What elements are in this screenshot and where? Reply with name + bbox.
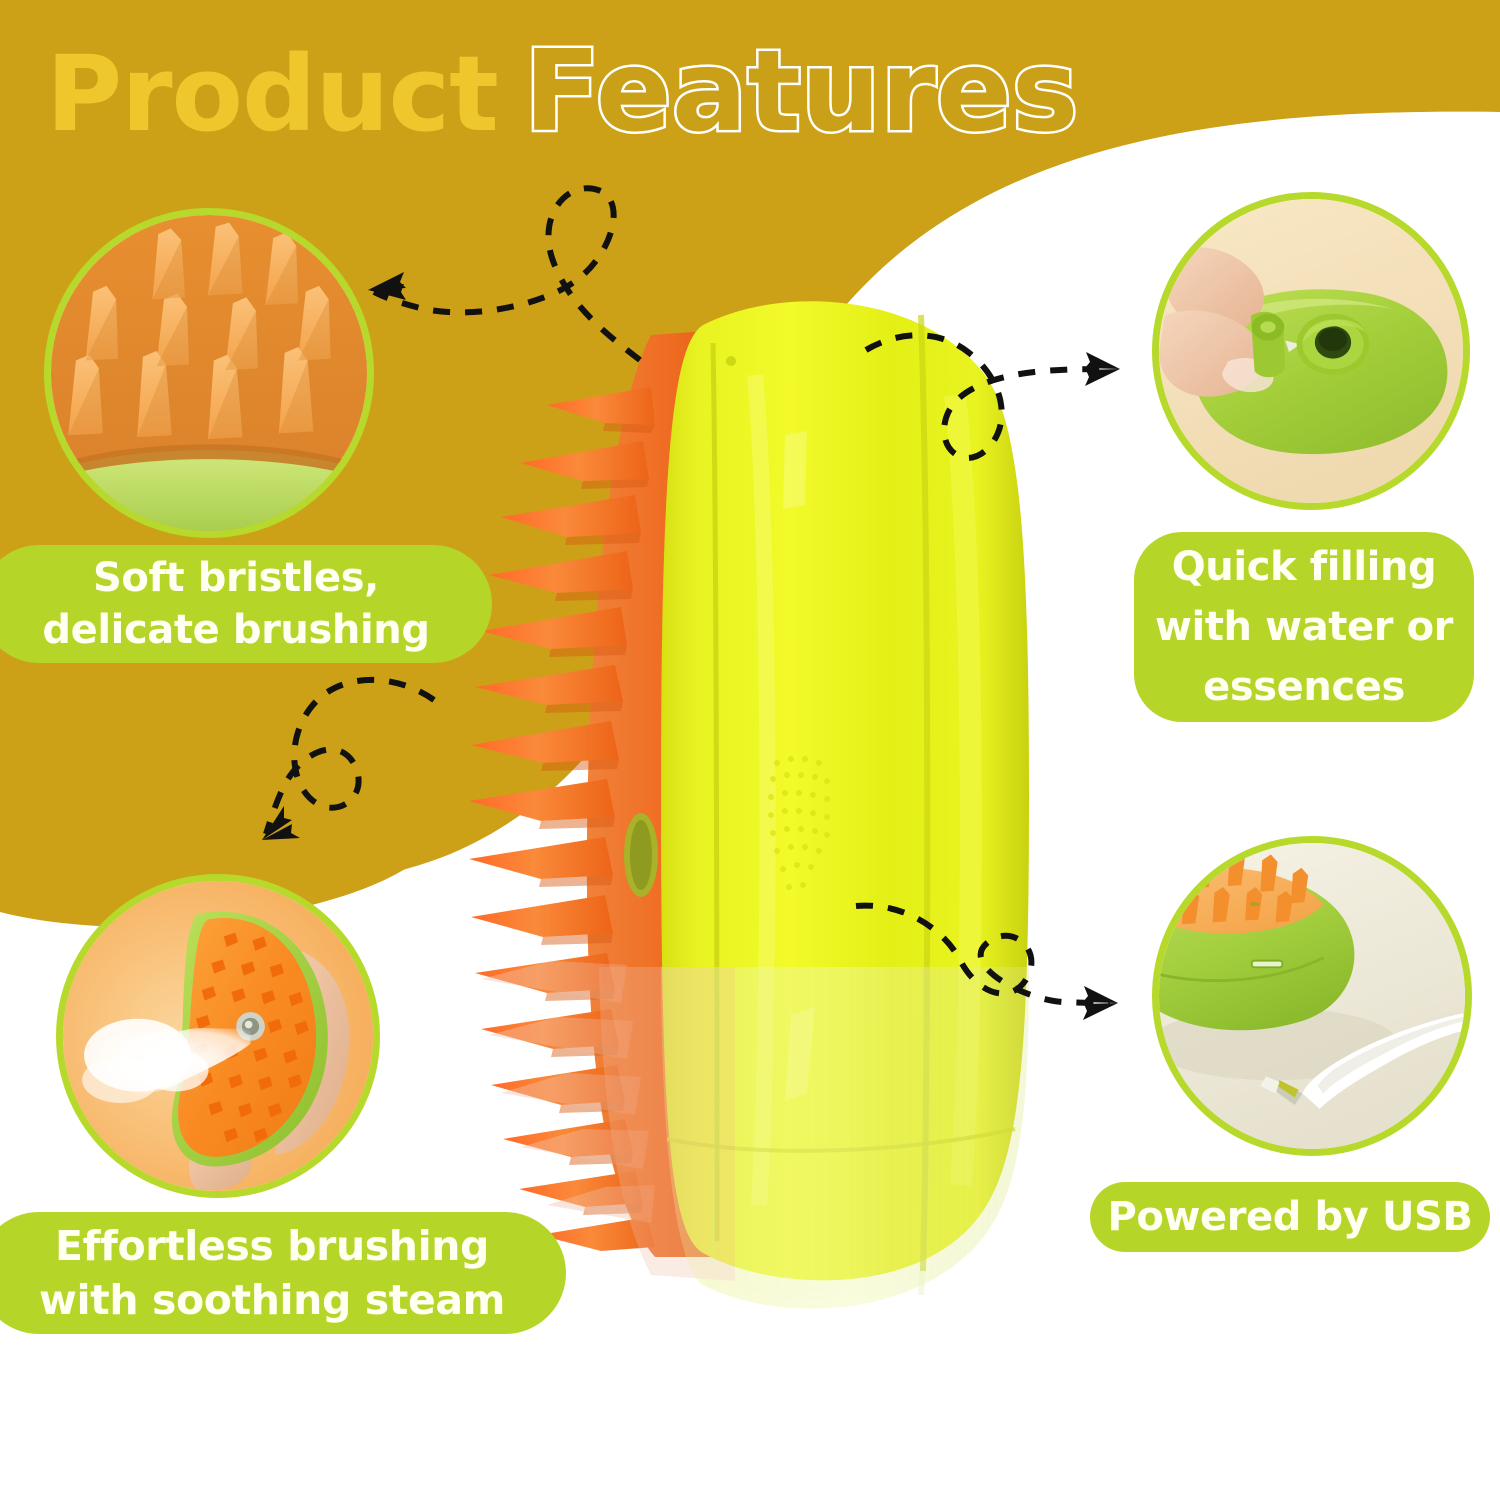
steam-brushing-photo	[63, 881, 373, 1191]
feature-image-usb-powered[interactable]	[1152, 836, 1472, 1156]
feature-label-usb-powered[interactable]: Powered by USB	[1090, 1182, 1490, 1252]
title-word-product: Product	[46, 33, 499, 155]
bristle-closeup-photo	[51, 215, 367, 531]
feature-label-soft-bristles[interactable]: Soft bristles, delicate brushing	[0, 545, 492, 663]
hero-product-image	[455, 255, 1035, 1500]
product-reflection	[455, 961, 1035, 1500]
water-filling-photo	[1159, 199, 1463, 503]
feature-label-quick-filling[interactable]: Quick filling with water or essences	[1134, 532, 1474, 722]
feature-image-quick-filling[interactable]	[1152, 192, 1470, 510]
page-title: Product Features	[46, 27, 1081, 157]
feature-label-effortless-steam[interactable]: Effortless brushing with soothing steam	[0, 1212, 566, 1334]
usb-charging-photo	[1159, 843, 1465, 1149]
feature-image-soft-bristles[interactable]	[44, 208, 374, 538]
title-word-features: Features	[521, 27, 1081, 157]
feature-image-effortless-steam[interactable]	[56, 874, 380, 1198]
